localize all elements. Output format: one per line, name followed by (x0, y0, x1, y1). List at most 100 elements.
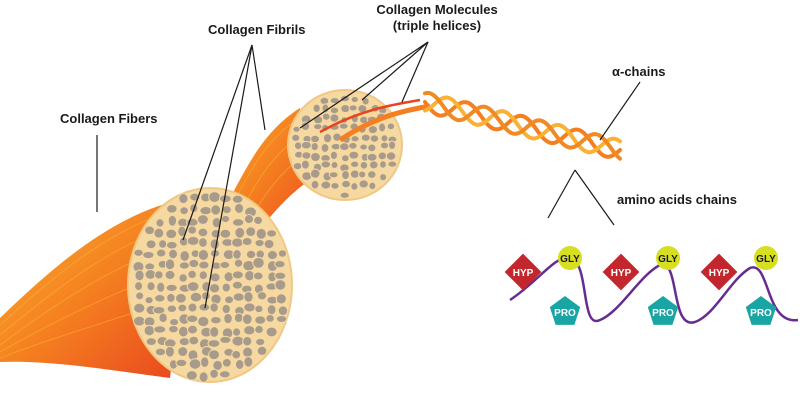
fibril-dot (341, 154, 350, 163)
fibril-dot (210, 204, 222, 216)
pro-label: PRO (750, 308, 772, 319)
fibril-dot (312, 103, 321, 114)
fibril-dot (319, 96, 330, 106)
fibril-dot (275, 314, 288, 323)
fibril-dot (156, 281, 166, 293)
fibril-dot (166, 240, 178, 250)
fibril-dot (187, 302, 198, 313)
fibril-dot (321, 112, 331, 121)
fibril-dot (243, 325, 256, 336)
fibril-dot (189, 291, 203, 303)
fibril-dot (187, 269, 197, 280)
fibril-dot (339, 191, 350, 199)
fibril-dot (243, 302, 256, 313)
fibril-dot (178, 273, 188, 283)
pro-marker (549, 296, 581, 325)
fibril-dot (209, 368, 219, 379)
fibril-dot (133, 248, 144, 257)
fibril-dot (198, 371, 209, 383)
fibril-dot (361, 97, 370, 106)
fibril-dot (164, 269, 176, 280)
fibril-dot (154, 347, 167, 357)
fibril-dot (320, 180, 332, 190)
gly-marker (558, 246, 582, 270)
fibril-dot (265, 326, 278, 338)
fibril-dot (197, 315, 210, 328)
fibril-dot (209, 302, 219, 313)
pro-marker (745, 296, 777, 325)
fibril-dot (350, 182, 359, 191)
fibril-dot (274, 279, 287, 291)
fibril-dot (164, 345, 175, 358)
fibril-dot (175, 358, 188, 368)
fibril-dot (252, 256, 265, 269)
fibril-dot (164, 258, 176, 271)
fibril-dot (234, 202, 245, 214)
fibril-dot (178, 193, 189, 205)
fibril-dot (292, 125, 301, 133)
fibril-dot (221, 303, 231, 315)
fibril-dot (158, 312, 168, 324)
fibril-dot (369, 134, 380, 143)
pro-marker (647, 296, 679, 325)
fibril-dot (168, 248, 178, 260)
fibril-dot (153, 325, 167, 334)
pro-label: PRO (652, 308, 674, 319)
fibril-dot (348, 150, 360, 160)
fibril-dot (301, 151, 312, 160)
fibril-dot (255, 337, 266, 347)
leader-lines (96, 41, 641, 309)
fibril-dot (265, 313, 275, 323)
fibril-dot (208, 191, 221, 203)
fibril-dot (256, 345, 268, 356)
fibril-dot (329, 113, 340, 123)
fibril-dot (179, 250, 190, 262)
fibril-dot (231, 335, 245, 347)
fibril-dot (231, 270, 244, 280)
fibril-dot (134, 269, 145, 282)
fibril-dot (320, 142, 330, 153)
triple-helices-label: (triple helices) (392, 18, 482, 33)
fibril-dot (177, 325, 189, 338)
fibril-dot (379, 141, 390, 150)
fibril-dot (209, 272, 221, 283)
fibril-dot (274, 271, 287, 280)
fibril-dot (186, 314, 199, 324)
fibril-dot (313, 123, 323, 131)
fibril-dot (275, 293, 287, 305)
fibril-dot (245, 249, 257, 260)
fibril-dot (234, 358, 245, 370)
fibril-dot (367, 125, 378, 135)
fibril-dot (144, 296, 154, 305)
fibril-dot (266, 250, 278, 261)
fibril-dot (233, 258, 244, 268)
fibril-dot (207, 339, 221, 348)
fibril-dot (179, 206, 189, 216)
fibril-dot (154, 294, 166, 303)
fibril-dot (168, 324, 179, 334)
fibril-dot (169, 318, 180, 327)
fibril-dot (291, 133, 301, 142)
hyp-marker (504, 253, 542, 291)
fibril-dot (231, 237, 244, 248)
fibril-dot (330, 160, 339, 170)
fibril-dot (221, 282, 232, 293)
alpha-chain-strand (423, 90, 622, 161)
fibril-dot (165, 228, 178, 240)
fibril-dot (358, 170, 367, 179)
fibril-dot (292, 162, 303, 171)
fibril-dot (201, 291, 211, 301)
fibril-dot (300, 159, 310, 170)
fibril-dot (360, 133, 371, 142)
fibril-dot (254, 315, 267, 325)
fibril-dot (133, 302, 146, 314)
fiber-cross-section (127, 187, 293, 383)
fibril-dot (277, 249, 288, 258)
fibril-dot (309, 168, 321, 179)
fibril-dot (144, 225, 156, 236)
hyp-label: HYP (513, 268, 534, 279)
fibril-dot (154, 270, 164, 280)
fibril-dot (221, 357, 232, 368)
fibril-dot (188, 258, 200, 269)
